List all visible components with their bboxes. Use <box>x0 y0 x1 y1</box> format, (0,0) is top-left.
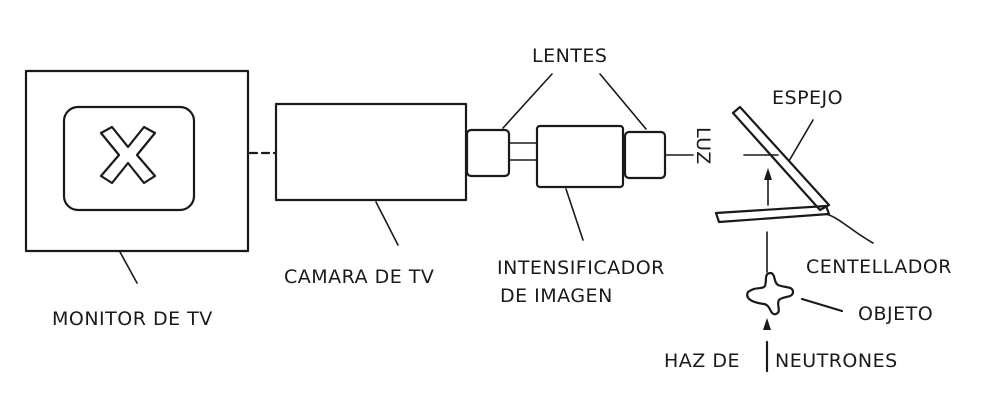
label-lentes: LENTES <box>532 45 607 67</box>
mirror <box>731 105 831 212</box>
leader-monitor <box>119 251 138 284</box>
label-neutrones: NEUTRONES <box>775 350 898 372</box>
lens-1 <box>465 128 511 178</box>
label-objeto: OBJETO <box>858 303 933 325</box>
label-centellador: CENTELLADOR <box>806 256 952 278</box>
leader-centellador <box>825 213 874 244</box>
monitor-frame <box>24 69 250 253</box>
label-intensificador-line1: INTENSIFICADOR <box>497 257 665 279</box>
leader-intensificador <box>565 188 584 241</box>
neutron-beam-arrow-icon <box>763 318 771 330</box>
label-espejo: ESPEJO <box>772 87 843 109</box>
object-shape <box>746 271 795 316</box>
leader-camara <box>375 201 399 246</box>
tv-monitor <box>24 69 250 253</box>
tv-camera <box>274 102 468 202</box>
leader-espejo <box>788 119 814 162</box>
label-camara: CAMARA DE TV <box>284 266 434 288</box>
monitor-screen <box>62 105 196 212</box>
lens-2 <box>623 130 667 180</box>
label-intensificador-line2: DE IMAGEN <box>500 285 613 307</box>
label-luz: LUZ <box>692 127 714 165</box>
label-haz-de: HAZ DE <box>664 350 740 372</box>
leader-lentes-2 <box>599 73 647 130</box>
label-monitor: MONITOR DE TV <box>52 308 213 330</box>
image-intensifier <box>535 124 625 189</box>
x-cross-icon <box>99 125 157 185</box>
leader-objeto <box>800 297 844 313</box>
scintillator <box>714 204 831 224</box>
light-ray-arrow-icon <box>764 168 772 180</box>
leader-lentes-1 <box>502 73 553 129</box>
